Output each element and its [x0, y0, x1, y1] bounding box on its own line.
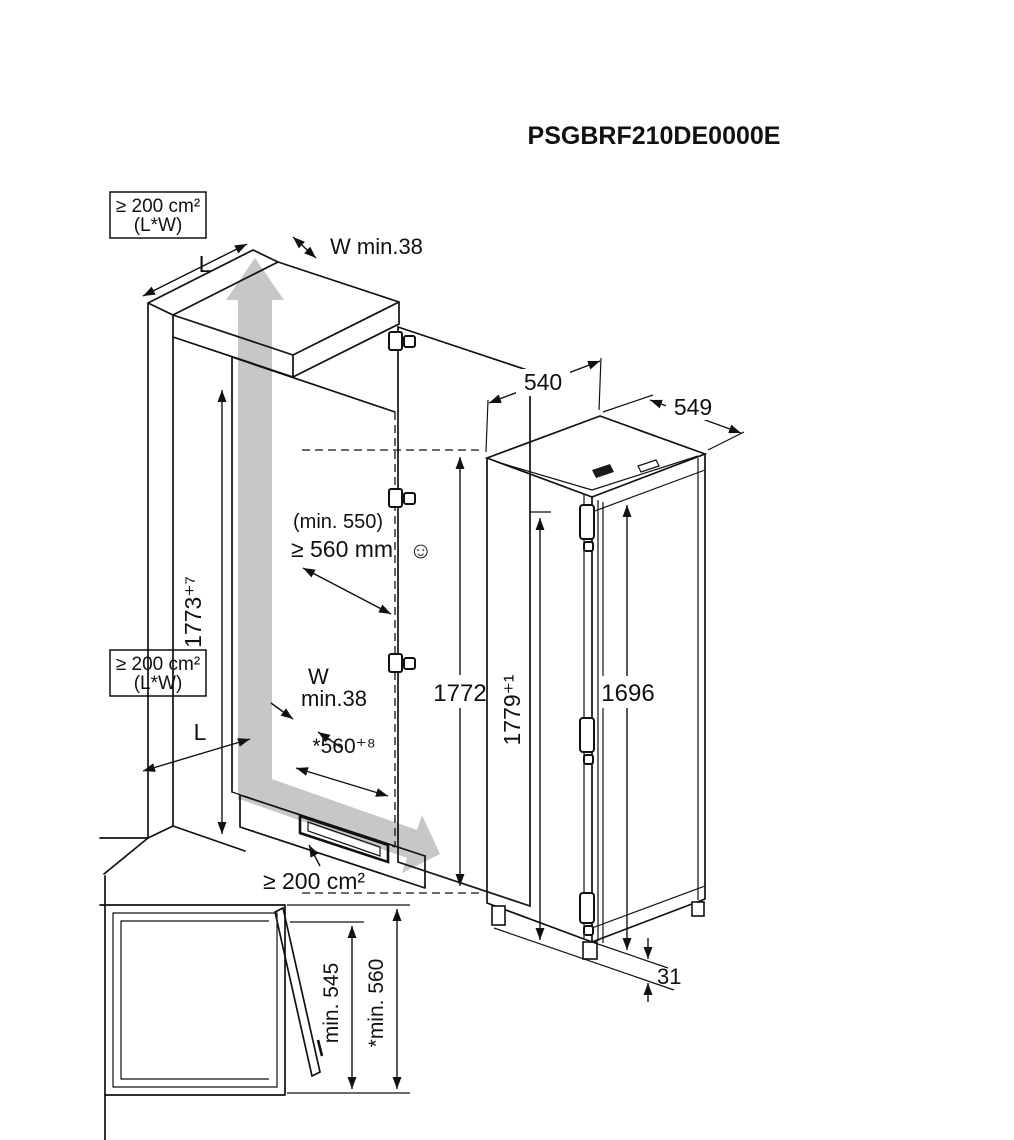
- appliance-door-gap-lines: [583, 458, 706, 943]
- top-view-open-door: [274, 906, 321, 1078]
- vent-area-bottom-label: ≥ 200 cm²: [263, 868, 365, 894]
- niche-opening: [231, 356, 396, 793]
- depth-arrow: [302, 567, 392, 615]
- length-arrow-mid: [142, 738, 251, 772]
- length-label-top: L: [199, 251, 212, 277]
- door-hinge-icon: [388, 653, 416, 673]
- niche-width-label: *560⁺⁸: [312, 735, 375, 758]
- appliance-drawing: [484, 415, 708, 991]
- appliance-top-face: [484, 415, 708, 498]
- niche-top-panel: [172, 261, 400, 378]
- top-detail: [637, 459, 660, 473]
- appliance-door-height-bg: [600, 676, 656, 708]
- fridge-hinge-icon: [579, 504, 595, 552]
- depth-min-label: min. 545: [320, 963, 343, 1044]
- length-arrow-top: [142, 243, 248, 297]
- vent-grille-inner: [307, 821, 381, 857]
- floor-lines: [99, 825, 246, 875]
- fridge-hinge-icon: [579, 892, 595, 936]
- width-extension-lines: [602, 394, 745, 451]
- appliance-depth-label: 540: [524, 369, 562, 395]
- wall-thickness-arrow-right: [317, 731, 343, 749]
- vent-area-box-mid: [109, 649, 207, 697]
- door-height-label-bg: [431, 675, 489, 708]
- airflow-out-arrow: [242, 772, 440, 873]
- fridge-hinge-icon: [579, 717, 595, 765]
- vent-area-top-value: ≥ 200 cm²: [116, 196, 200, 217]
- vent-area-mid-value: ≥ 200 cm²: [116, 654, 200, 675]
- vent-area-top-formula: (L*W): [134, 215, 183, 236]
- depth-rec-label: *min. 560: [365, 959, 388, 1048]
- plinth-label: 31: [657, 964, 681, 989]
- depth-min-note: (min. 550): [293, 511, 383, 533]
- appliance-width-bg: [666, 394, 720, 420]
- model-number-title: PSGBRF210DE0000E: [528, 122, 781, 150]
- top-hinge-cover: [592, 464, 614, 478]
- decor-door-panel: [397, 325, 531, 908]
- vent-area-box-top: [109, 191, 207, 239]
- appliance-foot: [491, 905, 506, 926]
- niche-dimensions: ≥ 200 cm² (L*W) L W min.38 1773⁺⁷ (min. …: [109, 191, 489, 894]
- wall-w-label: W: [308, 664, 329, 689]
- appliance-door-height-label: 1696: [601, 680, 654, 707]
- top-view-extension-lines: [287, 904, 410, 1094]
- top-view-cabinet: [99, 904, 286, 1096]
- appliance-width-label: 549: [674, 394, 712, 420]
- top-view-dimensions: min. 545 *min. 560: [287, 904, 410, 1094]
- top-view-cabinet-inner: [112, 912, 278, 1088]
- appliance-dimensions: 540 549 1779⁺¹ 1696 31: [485, 357, 745, 1002]
- floor-projection-lines: [493, 927, 675, 991]
- niche-width-arrow: [295, 767, 389, 797]
- niche-height-label: 1773⁺⁷: [180, 576, 206, 648]
- appliance-height-label: 1779⁺¹: [499, 674, 525, 745]
- door-handle: [316, 1039, 324, 1057]
- top-view-drawing: [99, 875, 324, 1140]
- appliance-depth-bg: [516, 369, 570, 396]
- door-height-label: 1772: [433, 680, 486, 707]
- length-label-mid: L: [194, 719, 207, 745]
- wall-thickness-label-top: W min.38: [330, 234, 423, 259]
- door-hinge-icon: [388, 488, 416, 508]
- appliance-foot: [691, 901, 705, 917]
- appliance-top-inner-lines: [496, 455, 699, 491]
- niche-drawing: [99, 249, 531, 908]
- airflow-up-arrow: [226, 258, 284, 800]
- wall-min-label: min.38: [301, 686, 367, 711]
- appliance-foot: [582, 941, 598, 960]
- depth-required-label: ≥ 560 mm: [291, 536, 393, 562]
- smiley-icon: ☺: [409, 537, 432, 563]
- vent-area-mid-formula: (L*W): [134, 673, 183, 694]
- airflow-arrows: [226, 258, 440, 873]
- vent-grille: [298, 814, 390, 864]
- door-height-extension-lines: [302, 449, 484, 894]
- vent-leader-arrow: [308, 844, 321, 867]
- door-hinge-icon: [388, 331, 416, 351]
- wall-thickness-arrow-left: [270, 702, 294, 720]
- wall-thickness-arrow-top: [292, 236, 317, 259]
